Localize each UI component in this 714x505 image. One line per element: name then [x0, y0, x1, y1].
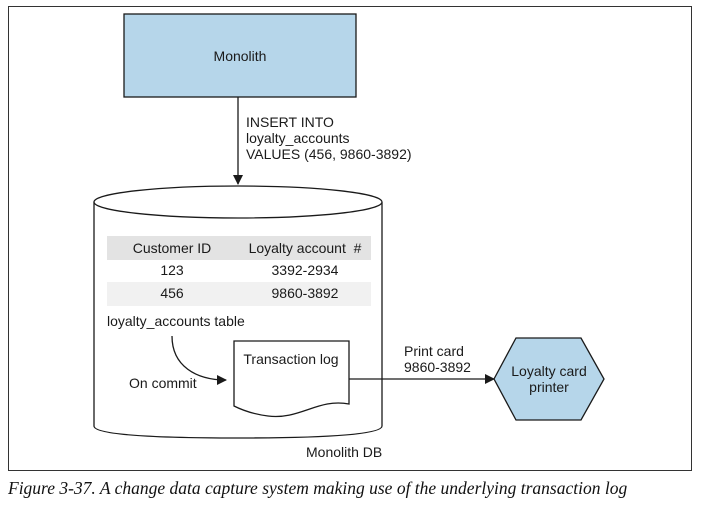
transaction-log-document: Transaction log — [233, 340, 350, 418]
monolith-label: Monolith — [214, 48, 267, 64]
insert-statement: INSERT INTO loyalty_accounts VALUES (456… — [246, 114, 412, 162]
table-cell: 3392-2934 — [272, 262, 339, 278]
transaction-log-label: Transaction log — [243, 351, 338, 367]
print-card-label: Print card 9860-3892 — [404, 343, 471, 375]
print-card-line-2: 9860-3892 — [404, 359, 471, 375]
table-cell: 9860-3892 — [272, 285, 339, 301]
table-header-loyalty-account: Loyalty account # — [249, 240, 362, 256]
monolith-db-label: Monolith DB — [306, 444, 382, 460]
table-row-highlight — [107, 282, 371, 306]
on-commit-label: On commit — [129, 375, 197, 391]
insert-line-2: loyalty_accounts — [246, 130, 350, 146]
insert-line-3: VALUES (456, 9860-3892) — [246, 146, 412, 162]
table-caption: loyalty_accounts table — [107, 313, 245, 329]
loyalty-card-printer: Loyalty card printer — [493, 337, 605, 421]
monolith-box: Monolith — [123, 13, 357, 98]
table-cell: 456 — [160, 285, 184, 301]
insert-line-1: INSERT INTO — [246, 114, 334, 130]
loyalty-accounts-table: Customer ID Loyalty account # 123 3392-2… — [107, 236, 371, 329]
print-card-line-1: Print card — [404, 343, 464, 359]
printer-line-2: printer — [529, 379, 569, 395]
printer-line-1: Loyalty card — [511, 363, 586, 379]
table-header-row — [107, 236, 371, 260]
table-cell: 123 — [160, 262, 184, 278]
table-header-customer-id: Customer ID — [133, 240, 212, 256]
figure-caption: Figure 3-37. A change data capture syste… — [8, 478, 628, 498]
on-commit-arrow — [171, 335, 227, 385]
figure-frame — [8, 6, 692, 471]
